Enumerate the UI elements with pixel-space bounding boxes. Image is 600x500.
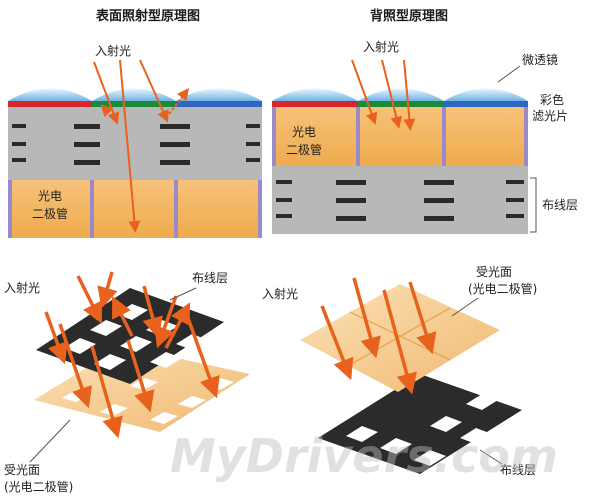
front-illuminated-3d-view: 入射光 布线层 受光面 (光电二极管): [4, 271, 250, 494]
back-light-arrow-2: [381, 59, 403, 129]
back-light-arrows: [351, 59, 416, 131]
back-light-arrow-3: [403, 59, 416, 131]
back-filter-blue: [444, 101, 528, 107]
back-illuminated-3d-view: 入射光 受光面 (光电二极管) 布线层: [262, 265, 537, 477]
watermark-text: MyDrivers.com: [170, 429, 558, 483]
back-illuminated-title: 背照型原理图: [370, 8, 448, 24]
back-wiring-layer: [272, 166, 528, 234]
back-light-arrow-1: [351, 59, 378, 125]
front-3d-light-arrows: [44, 271, 220, 439]
back-microlens-2: [358, 88, 444, 101]
back-3d-light-surface-label-line2: (光电二极管): [468, 281, 537, 296]
front-light-arrow-2: [119, 59, 141, 233]
back-3d-light-arrows: [320, 277, 437, 395]
back-wiring-bars: [276, 180, 524, 221]
front-3d-light-surface-leader: [29, 419, 71, 463]
front-filter-red: [8, 101, 92, 107]
front-incident-light-label: 入射光: [95, 43, 131, 58]
back-microlens-1: [272, 88, 358, 101]
back-incident-light-label: 入射光: [363, 39, 399, 54]
back-3d-photodiode-panel: [300, 284, 500, 392]
back-3d-incident-light-label: 入射光: [262, 286, 298, 301]
microlens-label: 微透镜: [522, 52, 558, 67]
front-wiring-bars: [12, 124, 260, 165]
color-filter-label-line2: 滤光片: [532, 109, 568, 123]
front-3d-incident-light-label: 入射光: [4, 280, 40, 295]
back-photodiode-label-line1: 光电: [292, 125, 316, 139]
back-3d-light-surface-label-line1: 受光面: [476, 265, 512, 279]
back-3d-wiring-windows: [346, 394, 498, 466]
back-microlens-3: [444, 88, 528, 101]
front-light-arrow-3: [139, 59, 169, 123]
front-3d-wiring-leader: [169, 287, 197, 301]
front-photodiode-label-line1: 光电: [38, 189, 62, 203]
back-photodiode-label-line2: 二极管: [286, 142, 322, 157]
wiring-layer-bracket: [530, 177, 537, 233]
back-filter-red: [272, 101, 358, 107]
front-3d-wiring-layer-label: 布线层: [192, 271, 228, 285]
front-microlens-3: [176, 88, 262, 101]
front-wiring-layer: [8, 106, 262, 180]
front-3d-light-surface-label-line1: 受光面: [4, 463, 40, 477]
front-3d-light-surface-label-line2: (光电二极管): [4, 479, 73, 494]
front-filter-blue: [176, 101, 262, 107]
front-microlens-1: [8, 88, 92, 101]
front-reflected-arrow-2: [165, 88, 190, 119]
back-3d-wiring-leader: [479, 449, 503, 465]
back-filter-green: [358, 101, 444, 107]
front-illuminated-title: 表面照射型原理图: [95, 8, 200, 24]
microlens-leader-line: [497, 65, 521, 83]
back-3d-light-surface-leader: [451, 297, 479, 317]
color-filter-label-line1: 彩色: [540, 93, 564, 107]
front-illuminated-cross-section: 光电 二极管 入射光: [8, 43, 262, 238]
back-3d-wiring-layer-label: 布线层: [500, 463, 536, 477]
back-3d-wiring-grid: [318, 374, 522, 474]
back-pixel-separators: [272, 106, 528, 166]
front-filter-green: [92, 101, 176, 107]
front-reflected-arrow-1: [100, 104, 117, 121]
back-wiring-layer-label: 布线层: [542, 198, 578, 212]
front-pixel-separators: [8, 180, 262, 238]
back-illuminated-cross-section: 光电 二极管 入射光 微透镜 彩色 滤光片 布线层: [272, 39, 578, 234]
front-light-arrows: [93, 59, 190, 233]
front-photodiode-label-line2: 二极管: [32, 206, 68, 221]
